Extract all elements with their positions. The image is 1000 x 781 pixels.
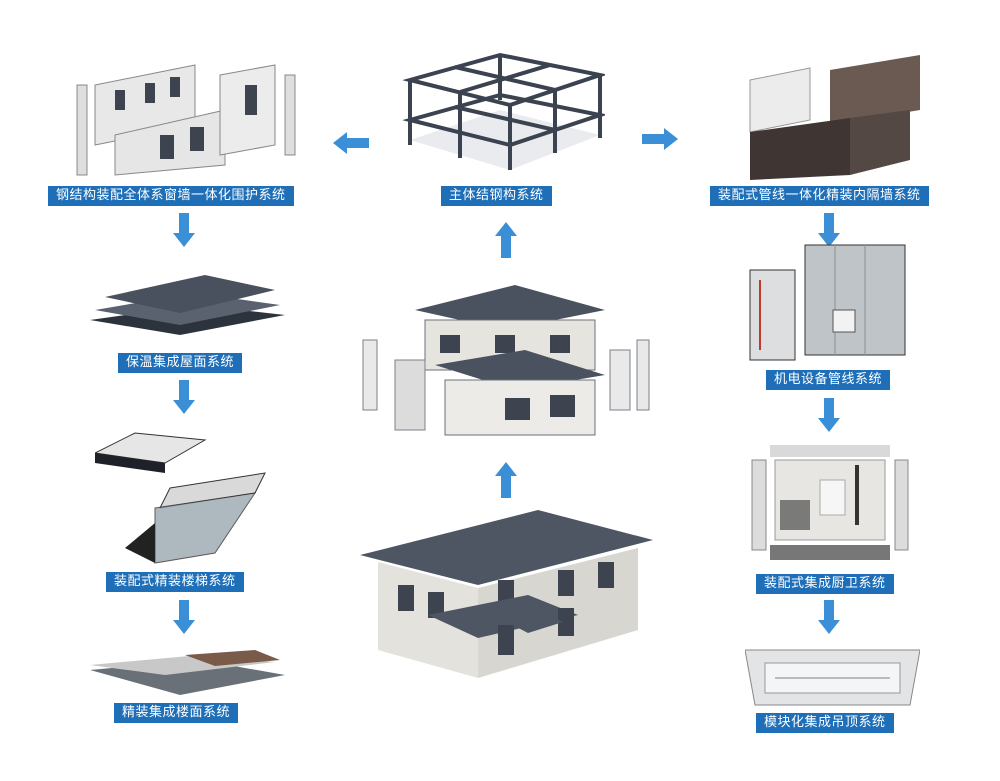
- floor-illustration: [85, 640, 290, 700]
- ceiling-system-label: 模块化集成吊顶系统: [756, 713, 894, 733]
- arrow-left-icon: [333, 132, 369, 154]
- arrow-down-icon: [173, 213, 195, 247]
- ceiling-illustration: [745, 645, 920, 710]
- finished-house-illustration: [358, 500, 658, 680]
- roof-illustration: [85, 275, 290, 350]
- arrow-down-icon: [818, 213, 840, 247]
- stairs-illustration: [95, 428, 270, 568]
- arrow-down-icon: [173, 600, 195, 634]
- partition-system-label: 装配式管线一体化精装内隔墙系统: [710, 186, 929, 206]
- arrow-down-icon: [173, 380, 195, 414]
- arrow-down-icon: [818, 600, 840, 634]
- arrow-up-icon: [495, 222, 517, 258]
- bath-system-label: 装配式集成厨卫系统: [756, 574, 894, 594]
- stairs-system-label: 装配式精装楼梯系统: [106, 572, 244, 592]
- roof-system-label: 保温集成屋面系统: [118, 353, 243, 373]
- mep-illustration: [745, 240, 915, 365]
- bath-kitchen-illustration: [750, 440, 910, 570]
- exploded-house-illustration: [355, 280, 655, 440]
- enclosure-system-label: 钢结构装配全体系窗墙一体化围护系统: [48, 186, 294, 206]
- arrow-down-icon: [818, 398, 840, 432]
- mep-system-label: 机电设备管线系统: [766, 370, 891, 390]
- steel-frame-illustration: [400, 50, 605, 180]
- partition-wall-illustration: [740, 50, 930, 180]
- enclosure-wall-illustration: [75, 55, 300, 180]
- main-structure-label: 主体结钢构系统: [441, 186, 552, 206]
- floor-system-label: 精装集成楼面系统: [114, 703, 239, 723]
- arrow-right-icon: [642, 128, 678, 150]
- arrow-up-icon: [495, 462, 517, 498]
